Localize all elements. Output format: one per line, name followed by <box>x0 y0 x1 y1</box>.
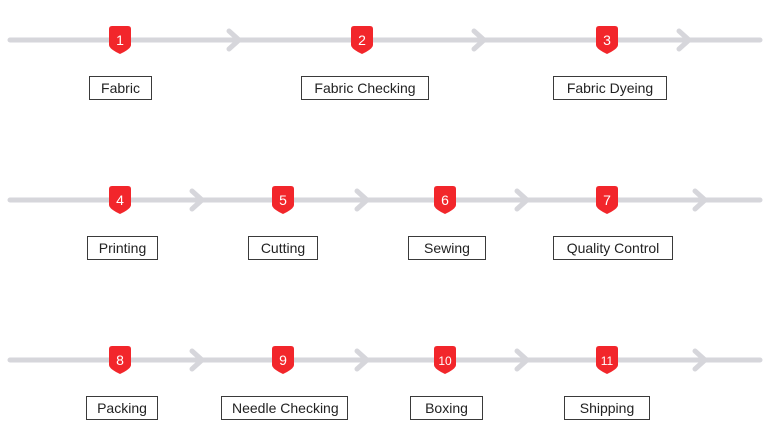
shield-icon <box>596 26 618 54</box>
chevron-right-icon <box>514 188 530 212</box>
step-label: Printing <box>87 236 158 260</box>
chevron-right-icon <box>226 28 242 52</box>
step-badge-3: 3 <box>596 26 618 54</box>
shield-icon <box>272 346 294 374</box>
step-label: Sewing <box>408 236 486 260</box>
step-label: Fabric <box>89 76 152 100</box>
chevron-right-icon <box>189 188 205 212</box>
chevron-right-icon <box>354 348 370 372</box>
step-label: Quality Control <box>553 236 673 260</box>
chevron-right-icon <box>189 348 205 372</box>
shield-icon <box>109 26 131 54</box>
step-label: Needle Checking <box>221 396 348 420</box>
step-label: Boxing <box>410 396 483 420</box>
step-badge-10: 10 <box>434 346 456 374</box>
shield-icon <box>434 186 456 214</box>
chevron-right-icon <box>692 348 708 372</box>
step-badge-6: 6 <box>434 186 456 214</box>
step-label: Packing <box>86 396 158 420</box>
shield-icon <box>109 346 131 374</box>
step-number: 6 <box>441 192 449 208</box>
step-badge-9: 9 <box>272 346 294 374</box>
step-badge-7: 7 <box>596 186 618 214</box>
shield-icon <box>351 26 373 54</box>
shield-icon <box>596 186 618 214</box>
step-number: 4 <box>116 192 124 208</box>
chevron-right-icon <box>514 348 530 372</box>
step-badge-4: 4 <box>109 186 131 214</box>
step-number: 1 <box>116 32 124 48</box>
step-badge-8: 8 <box>109 346 131 374</box>
step-badge-2: 2 <box>351 26 373 54</box>
step-label: Shipping <box>564 396 650 420</box>
step-badge-11: 11 <box>596 346 618 374</box>
step-badge-5: 5 <box>272 186 294 214</box>
step-label: Fabric Checking <box>301 76 429 100</box>
step-number: 11 <box>601 354 614 368</box>
step-number: 3 <box>603 32 611 48</box>
step-number: 9 <box>279 352 287 368</box>
chevron-right-icon <box>692 188 708 212</box>
shield-icon <box>272 186 294 214</box>
step-label: Fabric Dyeing <box>553 76 667 100</box>
shield-icon <box>434 346 456 374</box>
shield-icon <box>596 346 618 374</box>
step-number: 2 <box>358 32 366 48</box>
step-number: 5 <box>279 192 287 208</box>
chevron-right-icon <box>354 188 370 212</box>
chevron-right-icon <box>471 28 487 52</box>
step-number: 8 <box>116 352 124 368</box>
shield-icon <box>109 186 131 214</box>
step-label: Cutting <box>248 236 318 260</box>
step-number: 7 <box>603 192 611 208</box>
step-number: 10 <box>438 354 452 368</box>
chevron-right-icon <box>676 28 692 52</box>
step-badge-1: 1 <box>109 26 131 54</box>
